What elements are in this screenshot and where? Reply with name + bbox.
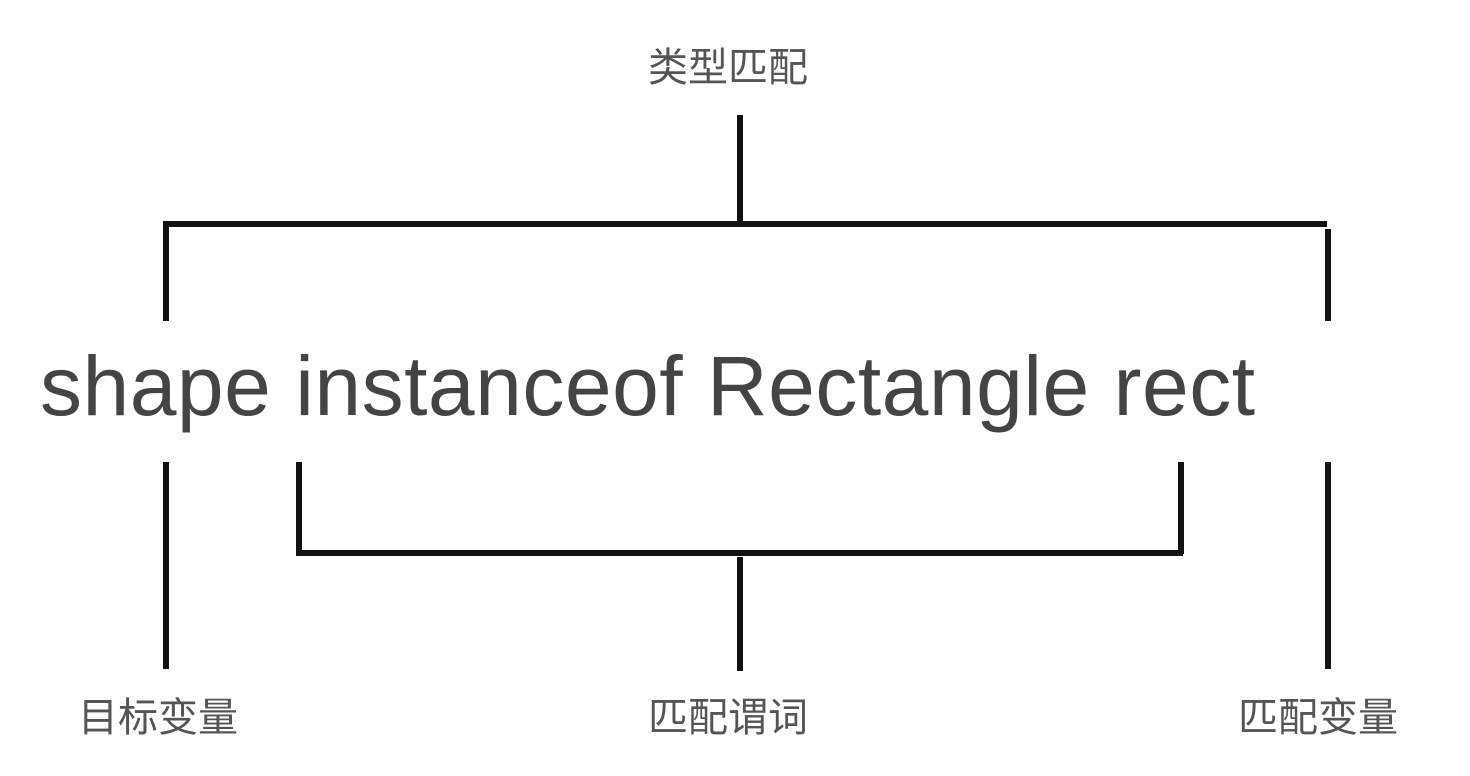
match-variable-label: 匹配变量: [1238, 695, 1398, 741]
match-predicate-label: 匹配谓词: [648, 695, 808, 741]
target-variable-label: 目标变量: [78, 695, 238, 741]
instanceof-expression: shape instanceof Rectangle rect: [40, 339, 1256, 433]
type-pattern-label: 类型匹配: [648, 45, 808, 91]
